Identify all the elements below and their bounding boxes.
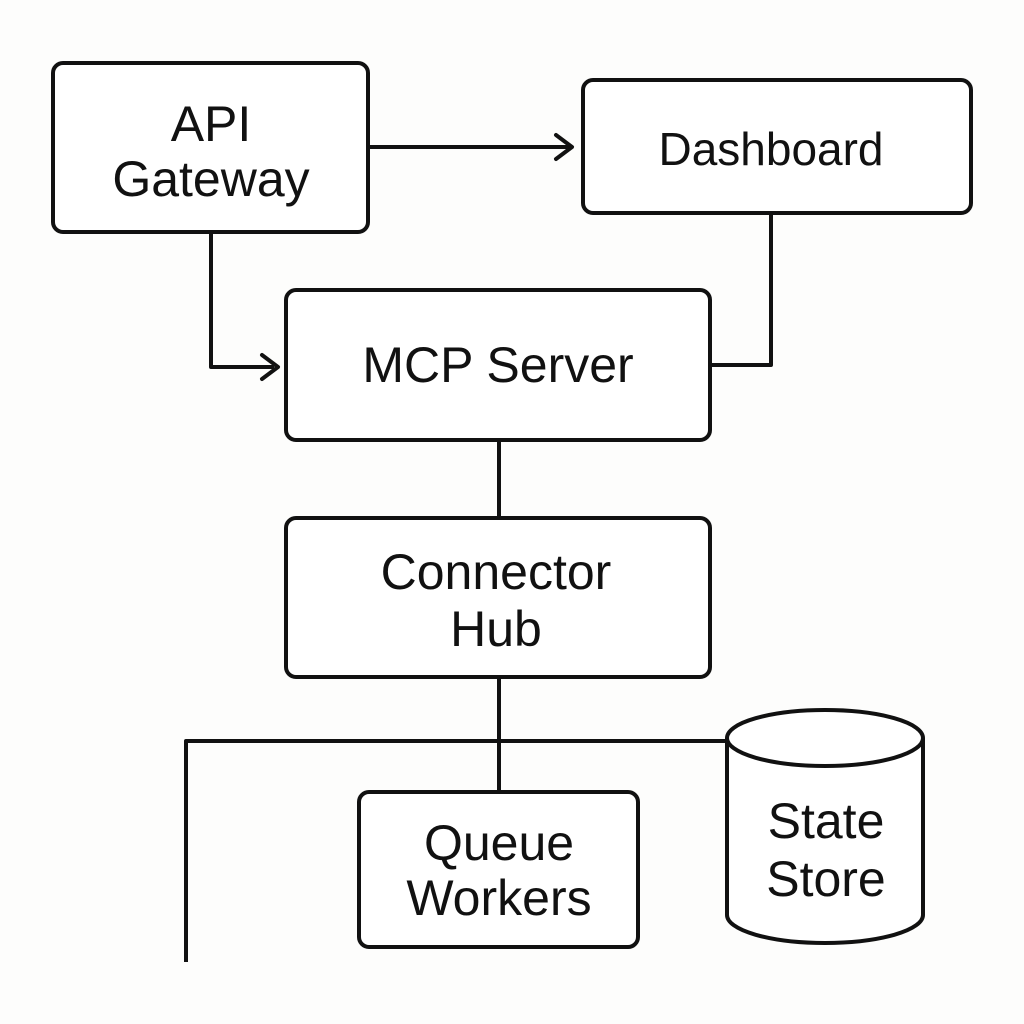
connector-hub-label-line1: Connector	[381, 544, 612, 600]
edge-api-gateway-to-mcp-server	[209, 232, 274, 369]
connectors	[184, 133, 773, 962]
arrowhead-to-mcp-server	[260, 353, 280, 381]
state-store-cylinder-body	[725, 738, 925, 945]
state-store-cylinder-top	[725, 708, 925, 768]
mcp-server-label: MCP Server	[362, 337, 633, 393]
node-mcp-server: MCP Server	[284, 288, 712, 442]
api-gateway-label-line2: Gateway	[112, 151, 309, 207]
mcp-server-box	[284, 288, 712, 442]
queue-workers-label-line2: Workers	[406, 870, 591, 926]
node-state-store: State Store	[725, 708, 925, 945]
api-gateway-label-line1: API	[171, 96, 252, 152]
connector-hub-box	[284, 516, 712, 679]
node-dashboard: Dashboard	[581, 78, 973, 215]
arrowhead-to-dashboard	[554, 133, 574, 161]
dashboard-label: Dashboard	[658, 123, 883, 175]
connector-hub-label-line2: Hub	[450, 601, 542, 657]
node-connector-hub: Connector Hub	[284, 516, 712, 679]
edge-dashboard-to-mcp-server	[710, 213, 773, 367]
state-store-label-line1: State	[768, 793, 885, 849]
state-store-label-line2: Store	[766, 851, 886, 907]
api-gateway-box	[51, 61, 370, 234]
dashboard-box	[581, 78, 973, 215]
queue-workers-box	[357, 790, 640, 949]
edge-connector-hub-to-state-store	[184, 739, 730, 962]
queue-workers-label-line1: Queue	[424, 815, 574, 871]
node-api-gateway: API Gateway	[51, 61, 370, 234]
node-queue-workers: Queue Workers	[357, 790, 640, 949]
